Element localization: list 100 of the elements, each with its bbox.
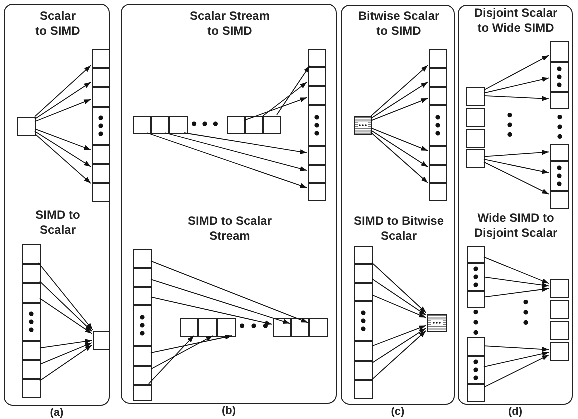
arrow [484, 150, 550, 158]
ellipsis-cell [467, 263, 485, 291]
register-cell [354, 264, 373, 283]
register-cell [217, 318, 236, 337]
arrow [372, 325, 426, 347]
arrow [40, 342, 92, 366]
arrow [484, 354, 550, 388]
register-cell [550, 321, 569, 340]
arrow [40, 298, 92, 334]
arrow [484, 276, 550, 288]
register-cell [133, 346, 152, 366]
register-cell [429, 146, 447, 165]
arrow [34, 133, 92, 184]
arrow [370, 65, 428, 117]
ellipsis-cell [467, 356, 485, 384]
arrow [150, 336, 214, 370]
register-cell [550, 342, 569, 361]
register-cell [133, 268, 152, 287]
arrow [148, 336, 194, 384]
register-cell [354, 341, 373, 361]
panel-caption: (a) [49, 407, 65, 419]
arrow [484, 287, 550, 298]
register-cell [308, 49, 326, 67]
register-cell [309, 318, 328, 337]
arrow [484, 55, 550, 91]
panel [341, 5, 455, 405]
register-cell [429, 68, 447, 87]
arrow [484, 77, 550, 94]
register-cell [133, 116, 151, 134]
register-cell [429, 165, 447, 183]
register-cell [22, 264, 41, 283]
arrow [184, 132, 308, 154]
panel [458, 5, 573, 405]
register-cell [245, 116, 263, 134]
register-cell [467, 291, 485, 308]
register-cell [466, 149, 485, 168]
arrow [484, 352, 550, 368]
ellipsis-cell [354, 301, 373, 341]
register-cell [22, 341, 41, 360]
ellipsis-cell [92, 107, 110, 145]
arrow [370, 132, 428, 184]
ellipsis-cell [429, 105, 447, 146]
register-cell [92, 87, 110, 107]
register-cell [92, 145, 110, 164]
bitwise-register [354, 116, 372, 135]
register-cell [198, 318, 217, 337]
register-cell [133, 249, 152, 268]
register-cell [291, 318, 309, 337]
panel-heading: Scalar to SIMD [34, 9, 82, 39]
register-cell [466, 108, 485, 127]
ellipsis-cell [550, 62, 569, 92]
register-cell [308, 146, 326, 165]
arrow [372, 330, 426, 380]
register-cell [550, 41, 569, 62]
register-cell [308, 86, 326, 105]
register-cell [429, 49, 447, 68]
arrow [34, 99, 92, 122]
panel-caption: (c) [390, 406, 406, 418]
panel-heading: Disjoint Scalar to Wide SIMD [473, 6, 559, 36]
arrow [372, 262, 427, 314]
ellipsis-cell [22, 303, 41, 341]
arrow [484, 162, 550, 195]
register-cell [92, 164, 110, 183]
register-cell [466, 129, 485, 148]
register-cell [429, 183, 447, 201]
register-cell [354, 246, 373, 264]
arrow [40, 344, 92, 382]
bitwise-register [427, 314, 447, 332]
register-cell [151, 116, 169, 134]
register-cell [133, 385, 152, 401]
arrow [150, 279, 290, 324]
register-cell [263, 116, 281, 134]
register-cell [550, 92, 569, 109]
arrow [34, 131, 92, 168]
register-cell [466, 87, 485, 106]
panel-caption: (b) [220, 405, 238, 417]
panel-heading: Wide SIMD to Disjoint Scalar [473, 211, 559, 241]
arrow [164, 132, 308, 172]
panel-heading: Scalar Stream to SIMD [188, 9, 272, 39]
ellipsis-cell [550, 161, 569, 191]
register-cell [22, 379, 41, 398]
arrow [370, 128, 428, 152]
register-cell [308, 67, 326, 86]
panel-heading: Bitwise Scalar to SIMD [357, 9, 441, 39]
arrow [150, 296, 272, 326]
register-cell [22, 283, 41, 303]
register-cell [92, 49, 110, 68]
register-cell [354, 361, 373, 380]
register-cell [467, 384, 485, 402]
arrow [370, 82, 428, 120]
register-cell [133, 366, 152, 385]
arrow [484, 346, 550, 352]
arrow [40, 281, 92, 332]
register-cell [308, 183, 326, 201]
panel-caption: (d) [507, 406, 524, 418]
register-cell [92, 183, 110, 202]
register-cell [354, 380, 373, 399]
arrow [370, 130, 428, 168]
arrow [146, 132, 308, 188]
arrow [150, 260, 308, 324]
